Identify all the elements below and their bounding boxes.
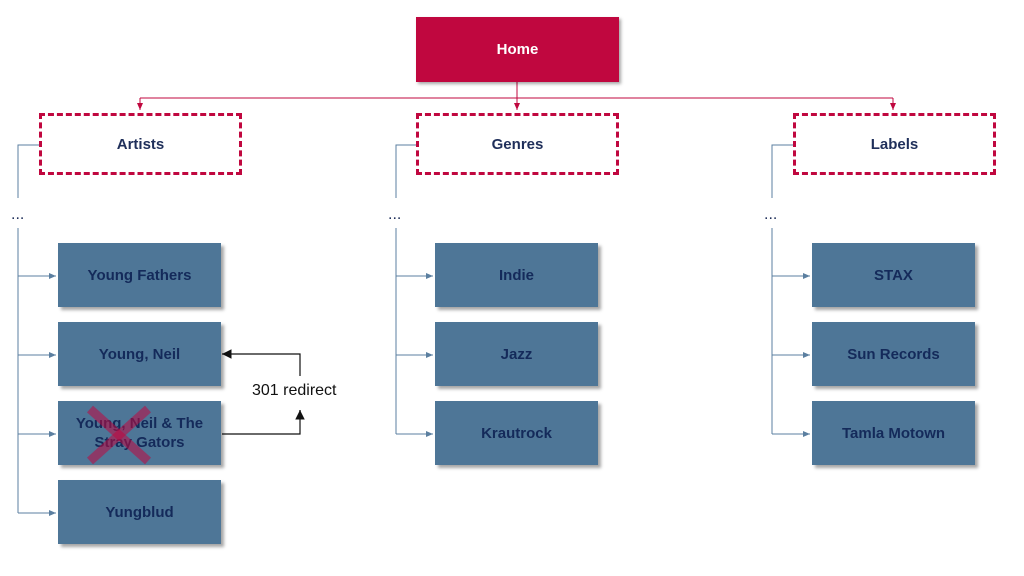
category-label: Genres [491,135,544,153]
redirect-label: 301 redirect [252,382,337,399]
leaf-label: Tamla Motown [841,424,946,442]
label-sun-records[interactable]: Sun Records [812,322,975,386]
cross-out-icon [86,405,152,465]
category-label: Labels [870,135,919,153]
label-stax[interactable]: STAX [812,243,975,307]
genres-tree-connectors [395,144,433,437]
labels-ellipsis: ... [764,206,778,223]
artists-ellipsis: ... [11,206,25,223]
home-node[interactable]: Home [416,17,619,82]
leaf-label: Sun Records [847,345,940,363]
category-artists[interactable]: Artists [39,113,242,175]
leaf-label: Indie [498,266,534,284]
leaf-label: STAX [874,266,913,284]
category-labels[interactable]: Labels [793,113,996,175]
artist-yungblud[interactable]: Yungblud [58,480,221,544]
genre-krautrock[interactable]: Krautrock [435,401,598,465]
artist-young-neil-stray-gators[interactable]: Young, Neil & The Stray Gators [58,401,221,465]
leaf-label: Krautrock [481,424,552,442]
home-connectors [137,82,896,110]
leaf-label: Young Fathers [87,266,192,284]
redirect-arrow [222,349,305,435]
artist-young-fathers[interactable]: Young Fathers [58,243,221,307]
leaf-label: Young, Neil [98,345,181,363]
labels-tree-connectors [771,144,810,437]
home-label: Home [496,41,539,58]
artists-tree-connectors [17,144,56,516]
label-tamla-motown[interactable]: Tamla Motown [812,401,975,465]
category-genres[interactable]: Genres [416,113,619,175]
category-label: Artists [116,135,165,153]
artist-young-neil[interactable]: Young, Neil [58,322,221,386]
genre-indie[interactable]: Indie [435,243,598,307]
leaf-label: Jazz [500,345,533,363]
leaf-label: Yungblud [105,503,174,521]
genres-ellipsis: ... [388,206,402,223]
genre-jazz[interactable]: Jazz [435,322,598,386]
